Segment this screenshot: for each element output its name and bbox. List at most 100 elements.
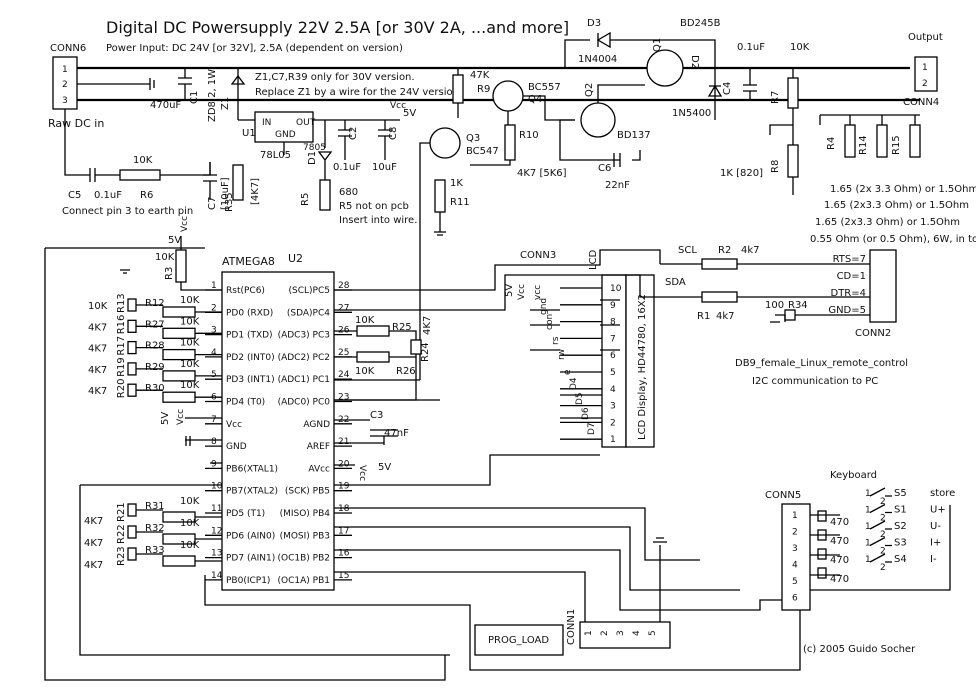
z1-note2: Replace Z1 by a wire for the 24V version… bbox=[255, 87, 462, 98]
r35-value: [4K7] bbox=[250, 178, 261, 205]
conn5-pin: 5 bbox=[792, 577, 798, 587]
lcd-pin-number: 5 bbox=[610, 368, 616, 378]
key-resistor bbox=[817, 567, 827, 579]
mcu-pin-number: 27 bbox=[338, 303, 349, 313]
r25-resistor bbox=[356, 325, 390, 337]
z1-note: Z1,C7,R39 only for 30V version. bbox=[255, 72, 415, 83]
left-pullup-value: 4K7 bbox=[88, 322, 107, 333]
c1-label: C1 bbox=[189, 91, 200, 104]
r34-label: R34 bbox=[788, 300, 808, 311]
key-pin: 2 bbox=[880, 563, 886, 573]
conn1-body bbox=[579, 621, 671, 649]
lcd-pin-number: 8 bbox=[610, 318, 616, 328]
r10-value: 4K7 [5K6] bbox=[517, 168, 567, 179]
c4-label: C4 bbox=[722, 82, 733, 95]
left-pullup-label: R17 bbox=[116, 336, 127, 356]
keyboard-label: Keyboard bbox=[830, 470, 877, 481]
r6-value: 10K bbox=[133, 155, 153, 166]
key-switch bbox=[869, 503, 892, 514]
r10-resistor bbox=[504, 124, 516, 161]
r3-resistor bbox=[175, 249, 187, 283]
mcu-pin-label: PD3 (INT1) bbox=[226, 375, 275, 385]
mcu-pin-label: (ADC0) PC0 bbox=[278, 398, 331, 408]
mcu-pin-number: 28 bbox=[338, 281, 350, 291]
mcu-pin-number: 7 bbox=[211, 415, 217, 425]
r11-resistor bbox=[434, 179, 446, 213]
series-resistor-value: 10K bbox=[180, 540, 200, 551]
key-switch-label: S2 bbox=[894, 521, 907, 532]
conn5-pin: 1 bbox=[792, 511, 798, 521]
conn1-pin: 3 bbox=[616, 630, 626, 636]
series-resistor-label: R28 bbox=[145, 341, 165, 352]
lower-pullup-resistor bbox=[127, 503, 137, 517]
r7-label: R7 bbox=[770, 91, 781, 104]
mcu-pin-label: AGND bbox=[303, 420, 330, 430]
key-switch-label: S1 bbox=[894, 505, 907, 516]
bd245-label: BD245B bbox=[680, 18, 721, 29]
conn1-pin: 4 bbox=[632, 630, 642, 636]
conn6-pin: 3 bbox=[62, 96, 68, 106]
prog-load-label: PROG_LOAD bbox=[488, 635, 549, 646]
conn2-signal: DTR=4 bbox=[831, 288, 867, 299]
key-function-label: U+ bbox=[930, 505, 946, 516]
shunt-note-1: 1.65 (2x 3.3 Ohm) or 1.5Ohm bbox=[830, 184, 976, 195]
r26-resistor bbox=[356, 351, 390, 363]
lower-pullup-label: R23 bbox=[116, 546, 127, 566]
c7-label: C7 bbox=[207, 197, 218, 210]
left-pullup-label: R16 bbox=[116, 315, 127, 335]
r34-value: 100 bbox=[765, 300, 784, 311]
q4-wires bbox=[457, 68, 575, 166]
mcu-label: ATMEGA8 bbox=[222, 255, 275, 268]
mcu-pin-number: 23 bbox=[338, 393, 349, 403]
mcu-pin-number: 8 bbox=[211, 437, 217, 447]
left-pullup-label: R20 bbox=[116, 379, 127, 399]
q4-label: Q4 bbox=[528, 94, 542, 105]
q3-label: Q3 bbox=[466, 133, 480, 144]
r6-resistor bbox=[119, 169, 161, 181]
conn2-signal: RTS=7 bbox=[833, 254, 866, 265]
mcu-body bbox=[221, 271, 335, 591]
r5-note2: Insert into wire. bbox=[339, 215, 417, 226]
conn1-label: CONN1 bbox=[566, 609, 577, 645]
r34-resistor bbox=[784, 309, 796, 321]
lcd-signal-label: rs bbox=[551, 336, 561, 345]
mcu-pin-label: (SCK) PB5 bbox=[285, 487, 330, 497]
r11-label: R11 bbox=[450, 197, 470, 208]
mcu-pin-label: (MISO) PB4 bbox=[280, 509, 331, 519]
lower-pullup-value: 4K7 bbox=[84, 538, 103, 549]
key-resistor bbox=[817, 548, 827, 560]
u1-type-alt: 7805 bbox=[303, 143, 326, 153]
r3-value: 10K bbox=[155, 252, 175, 263]
lower-pullup-label: R21 bbox=[116, 502, 127, 522]
key-function-label: U- bbox=[930, 521, 941, 532]
mcu-pin-number: 21 bbox=[338, 437, 349, 447]
lcd-description: LCD Display, HD44780, 16X2 bbox=[637, 294, 648, 440]
lcd-signal-label: D7 bbox=[587, 422, 597, 435]
d3-diode bbox=[596, 31, 611, 49]
c4-capacitor bbox=[743, 68, 757, 100]
c5-label: C5 bbox=[68, 190, 81, 201]
lower-pullup-resistor bbox=[127, 525, 137, 539]
series-resistor-label: R12 bbox=[145, 298, 165, 309]
q2-transistor bbox=[580, 102, 616, 138]
r5-value: 680 bbox=[339, 187, 358, 198]
d1-led bbox=[317, 120, 333, 180]
lcd-pin-number: 2 bbox=[610, 418, 616, 428]
lcd-pin-number: 7 bbox=[610, 334, 616, 344]
lower-pullup-value: 4K7 bbox=[84, 560, 103, 571]
series-wire bbox=[136, 368, 222, 377]
shunt-note-3: 1.65 (2x3.3 Ohm) or 1.5Ohm bbox=[815, 217, 960, 228]
conn2-label: CONN2 bbox=[855, 328, 891, 339]
conn5-label: CONN5 bbox=[765, 490, 801, 501]
key-pin: 1 bbox=[865, 522, 871, 532]
output-label: Output bbox=[908, 32, 943, 43]
mcu-pin-number: 10 bbox=[211, 482, 223, 492]
key-resistor-value: 470 bbox=[830, 574, 849, 585]
r9-label: R9 bbox=[477, 84, 490, 95]
bc557-label: BC557 bbox=[528, 82, 561, 93]
lcd-pin-number: 9 bbox=[610, 301, 616, 311]
q1-transistor bbox=[646, 49, 684, 87]
c2-capacitor bbox=[338, 120, 352, 160]
lcd-signal-label: e bbox=[563, 369, 573, 375]
